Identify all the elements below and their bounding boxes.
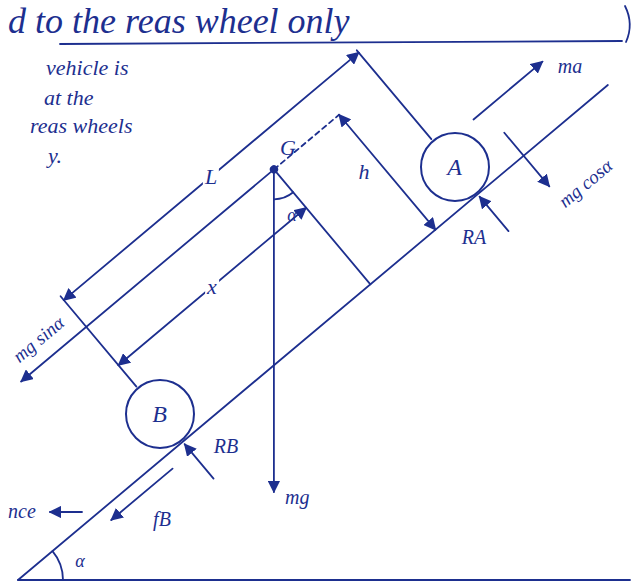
weight-arrow	[273, 169, 275, 492]
note-text: reas wheels	[28, 114, 134, 138]
bracket	[625, 6, 630, 42]
force-label: ma	[556, 55, 584, 77]
wheel-outline	[421, 133, 489, 201]
incline-line	[18, 85, 608, 580]
force-label: mg cosα	[554, 154, 619, 213]
ground-line	[18, 579, 630, 581]
force-label: mg	[283, 486, 311, 508]
note-text: y.	[46, 144, 64, 168]
wheel-letter: A	[447, 153, 462, 179]
component-arrow	[21, 169, 274, 381]
angle-arc	[53, 551, 64, 580]
extension-line	[357, 50, 432, 139]
force-label: fB	[151, 508, 173, 530]
component-arrow	[504, 133, 549, 187]
force-label: mg sinα	[8, 311, 71, 368]
underline	[60, 41, 622, 44]
centre-of-gravity-dot	[269, 165, 278, 174]
point-label: G	[278, 136, 298, 160]
force-label: nce	[6, 500, 38, 522]
wheel-outline	[126, 380, 194, 448]
wheel-circle: B	[124, 378, 196, 450]
note-text: d to the reas wheel only	[6, 2, 352, 42]
perpendicular-line	[274, 169, 370, 284]
wheel-circle: A	[419, 131, 491, 203]
angle-label: α	[73, 552, 86, 572]
wheelbase-dimension	[64, 53, 359, 300]
reaction-arrow	[185, 444, 214, 478]
dimension-label: L	[203, 165, 219, 189]
resistance-arrow	[50, 511, 82, 513]
extension-line	[61, 296, 137, 386]
dimension-label: x	[205, 275, 219, 299]
angle-label: α	[285, 206, 298, 226]
note-text: vehicle is	[44, 56, 130, 80]
x-dimension	[118, 208, 306, 365]
dimension-label: h	[357, 160, 372, 184]
force-label: RA	[460, 226, 488, 248]
angle-arc	[274, 192, 293, 199]
inertia-arrow	[474, 62, 543, 120]
height-leader	[274, 115, 339, 170]
note-text: at the	[42, 86, 96, 110]
reaction-arrow	[480, 197, 509, 231]
wheel-letter: B	[152, 401, 167, 427]
force-label: RB	[212, 435, 240, 457]
